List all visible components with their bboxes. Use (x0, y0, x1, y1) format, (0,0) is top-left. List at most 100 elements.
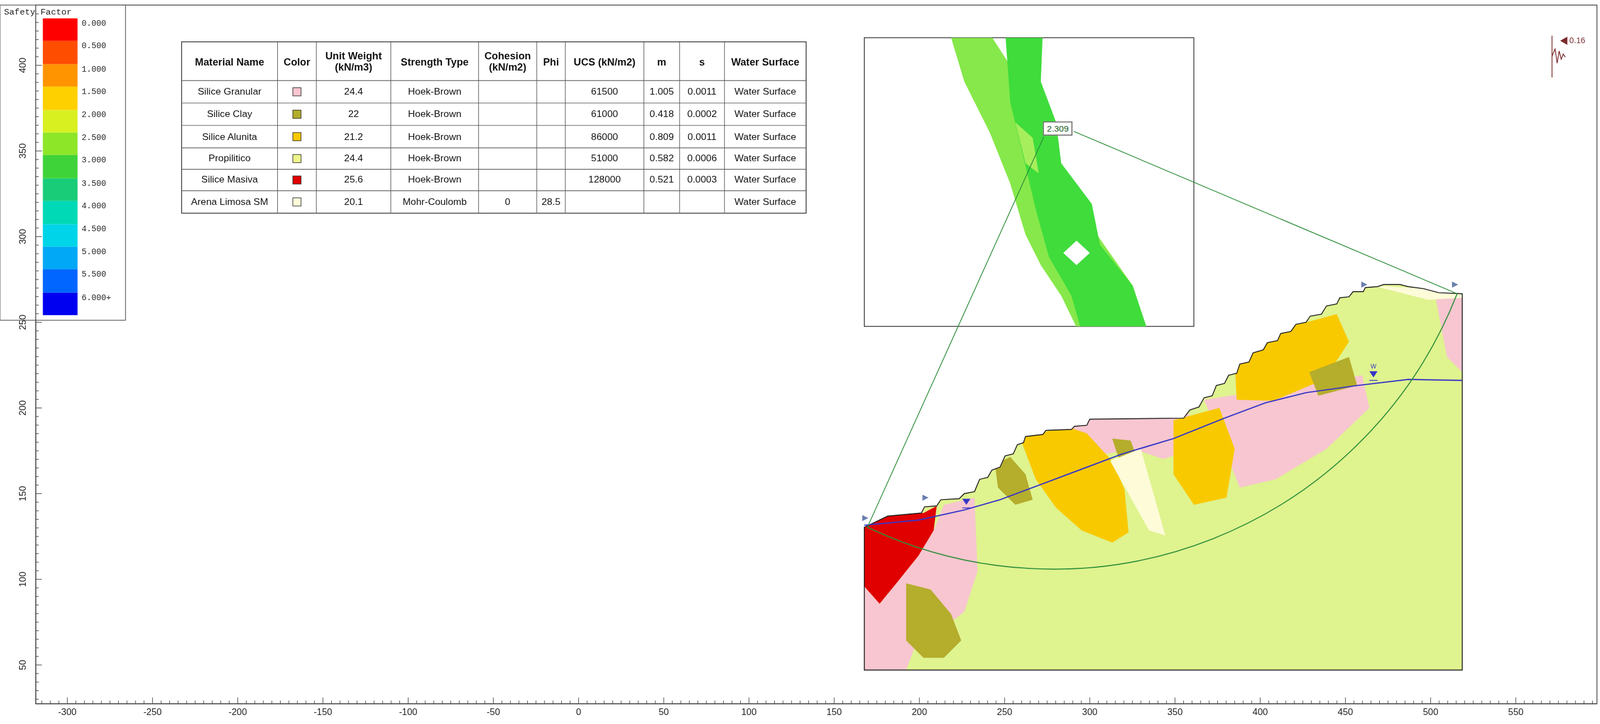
table-cell: 0.582 (643, 147, 680, 170)
x-tick (603, 700, 605, 704)
x-tick (1294, 700, 1295, 704)
x-tick (75, 700, 77, 704)
table-cell: Hoek-Brown (391, 103, 479, 126)
legend-label: 1.500 (81, 86, 107, 96)
x-tick (1140, 700, 1142, 704)
y-axis-label: 100 (17, 571, 28, 588)
y-tick (35, 467, 39, 469)
y-tick (35, 322, 43, 323)
x-tick (1583, 700, 1585, 704)
x-tick (109, 700, 111, 704)
x-tick (646, 700, 648, 704)
table-header: Water Surface (724, 42, 807, 81)
x-tick (1490, 700, 1491, 704)
table-cell: 0.418 (643, 103, 680, 126)
table-cell: 61000 (565, 103, 644, 126)
table-rule (181, 147, 807, 149)
y-tick (35, 561, 39, 563)
table-cell: Propilitico (181, 147, 278, 170)
x-tick (850, 700, 852, 704)
x-tick (331, 700, 332, 704)
table-cell: Hoek-Brown (391, 147, 479, 170)
legend-swatch (43, 132, 78, 156)
y-tick (35, 382, 39, 383)
legend-swatch (43, 201, 78, 225)
y-tick (35, 202, 39, 203)
legend-label: 5.500 (81, 270, 107, 279)
x-axis-label: 200 (911, 707, 927, 718)
table-cell: Hoek-Brown (391, 169, 479, 191)
drawing-part (962, 499, 971, 506)
table-cell: 24.4 (316, 80, 392, 104)
x-tick (501, 700, 502, 704)
y-tick (35, 356, 39, 357)
x-tick (1191, 700, 1193, 704)
x-tick (1370, 700, 1372, 704)
x-tick (1149, 700, 1150, 704)
x-tick (859, 700, 860, 704)
x-axis-label: 550 (1508, 707, 1524, 718)
x-tick (910, 700, 911, 704)
legend-label: 2.000 (81, 109, 107, 119)
x-tick (484, 700, 486, 704)
x-tick (1541, 700, 1542, 704)
table-cell: 128000 (565, 169, 644, 191)
y-tick (35, 501, 39, 503)
y-tick (35, 442, 39, 443)
y-tick (35, 347, 39, 349)
drawing-part (994, 457, 1033, 506)
y-tick (35, 168, 39, 169)
table-cell: 1.005 (643, 80, 680, 104)
callout-leader (867, 136, 1044, 528)
drawing-part (1110, 448, 1166, 536)
table-cell: Water Surface (724, 125, 807, 148)
x-tick (1456, 700, 1457, 704)
x-axis-label: 50 (658, 707, 669, 718)
x-tick (689, 700, 690, 704)
x-tick (476, 700, 477, 704)
x-tick (442, 700, 443, 704)
x-tick (1438, 700, 1440, 704)
x-tick (680, 700, 682, 704)
table-rule (315, 42, 317, 214)
material-swatch (292, 110, 302, 119)
x-axis-label: -150 (313, 707, 333, 718)
x-tick (339, 700, 341, 704)
table-rule (478, 42, 479, 214)
x-tick (1328, 700, 1329, 704)
x-tick (654, 700, 656, 704)
y-tick (35, 545, 39, 546)
x-tick (348, 700, 350, 704)
x-tick (1549, 700, 1551, 704)
materials (857, 285, 1470, 671)
x-tick (492, 698, 494, 705)
y-tick (35, 390, 39, 392)
y-tick (35, 287, 39, 289)
x-tick (314, 700, 315, 704)
safety-factor-callout: 2.309 (1043, 121, 1073, 137)
y-tick (35, 656, 39, 658)
x-tick (1361, 700, 1363, 704)
material-swatch (292, 175, 302, 185)
table-rule (724, 42, 725, 214)
y-tick (35, 553, 39, 555)
x-tick (535, 700, 537, 704)
legend-title: Safety Factor (3, 7, 72, 18)
y-tick (35, 210, 39, 212)
drawing-part (1173, 408, 1235, 506)
legend-panel (0, 5, 126, 321)
y-tick (35, 313, 39, 315)
legend-swatch (43, 292, 78, 316)
x-tick (271, 700, 273, 704)
legend-swatch (43, 247, 78, 271)
x-tick (1498, 700, 1500, 704)
x-tick (1038, 700, 1039, 704)
table-cell: 0.0002 (679, 103, 725, 126)
table-cell: 21.2 (316, 125, 392, 148)
x-tick (1336, 700, 1338, 704)
y-tick (35, 142, 39, 143)
table-cell: Silice Alunita (181, 125, 278, 148)
drawing-part (862, 515, 869, 522)
x-tick (391, 700, 392, 704)
